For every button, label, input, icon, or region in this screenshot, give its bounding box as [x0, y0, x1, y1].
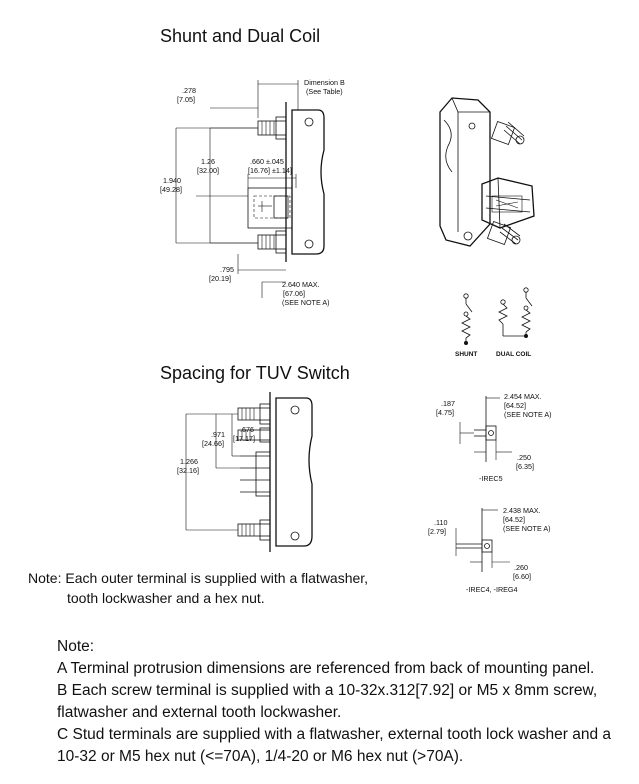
irec4-dim-260: .260 [514, 563, 528, 572]
dim-2640-note: (SEE NOTE A) [282, 298, 330, 307]
irec5-dim-187-metric: [4.75] [436, 408, 454, 417]
tuv-side-view [185, 392, 313, 552]
label-dual-coil: DUAL COIL [496, 351, 531, 358]
note-b-line1: B Each screw terminal is supplied with a… [57, 682, 598, 699]
dim-1266-metric: [32.16] [177, 466, 199, 475]
dim-660: .660 ±.045 [250, 157, 284, 166]
dim-971-metric: [24.66] [202, 439, 224, 448]
dim-1940-metric: [49.28] [160, 185, 182, 194]
dim-971: .971 [211, 430, 225, 439]
dim-795-metric: [20.19] [209, 274, 231, 283]
note-a: A Terminal protrusion dimensions are ref… [57, 660, 595, 677]
irec5-dim-2454-metric: [64.52] [504, 401, 526, 410]
irec5-label: -IREC5 [479, 474, 503, 483]
irec5-dim-2454-note: (SEE NOTE A) [504, 410, 552, 419]
dim-b-line1: Dimension B [304, 78, 345, 87]
dim-2640-metric: [67.06] [283, 289, 305, 298]
dim-2640: 2.640 MAX. [282, 280, 320, 289]
dim-1940: 1.940 [163, 176, 181, 185]
dim-1266: 1.266 [180, 457, 198, 466]
irec4-dim-110-metric: [2.79] [428, 527, 446, 536]
irec5-dim-2454: 2.454 MAX. [504, 392, 542, 401]
irec5-dim-250: .250 [517, 453, 531, 462]
irec4-dim-2438-note: (SEE NOTE A) [503, 524, 551, 533]
dim-278-metric: [7.05] [177, 95, 195, 104]
dim-126: 1.26 [201, 157, 215, 166]
irec4-label: -IREC4, -IREG4 [466, 585, 518, 594]
shunt-schematic [461, 293, 473, 345]
note-c-line2: 10-32 or M5 hex nut (<=70A), 1/4-20 or M… [57, 748, 464, 765]
irec4-detail [455, 508, 510, 572]
irec5-dim-250-metric: [6.35] [516, 462, 534, 471]
heading-shunt-dual-coil: Shunt and Dual Coil [160, 26, 321, 46]
dim-126-metric: [32.00] [197, 166, 219, 175]
dual-coil-schematic [498, 287, 533, 338]
shunt-side-view [175, 80, 325, 298]
irec5-dim-187: .187 [441, 399, 455, 408]
irec5-detail [459, 396, 512, 462]
dim-b-line2: (See Table) [306, 87, 343, 96]
heading-tuv-spacing: Spacing for TUV Switch [160, 363, 350, 383]
dim-676: .676 [240, 425, 254, 434]
label-shunt: SHUNT [455, 351, 477, 358]
terminal-note-line1: Note: Each outer terminal is supplied wi… [28, 570, 369, 586]
note-c-line1: C Stud terminals are supplied with a fla… [57, 726, 611, 743]
note-b-line2: flatwasher and external tooth lockwasher… [57, 704, 342, 721]
isometric-breaker-view [439, 97, 535, 247]
dim-676-metric: [17.17] [233, 434, 255, 443]
terminal-note-line2: tooth lockwasher and a hex nut. [67, 590, 265, 606]
dim-660-metric: [16.76] ±1.14] [248, 166, 292, 175]
technical-drawing: Dimension B (See Table) .278 [7.05] 1.26… [160, 78, 552, 594]
irec4-dim-110: .110 [434, 518, 447, 527]
dim-795: .795 [220, 265, 234, 274]
irec4-dim-260-metric: [6.60] [513, 572, 531, 581]
irec4-dim-2438-metric: [64.52] [503, 515, 525, 524]
notes-title: Note: [57, 638, 95, 655]
irec4-dim-2438: 2.438 MAX. [503, 506, 541, 515]
dim-278: .278 [182, 86, 196, 95]
